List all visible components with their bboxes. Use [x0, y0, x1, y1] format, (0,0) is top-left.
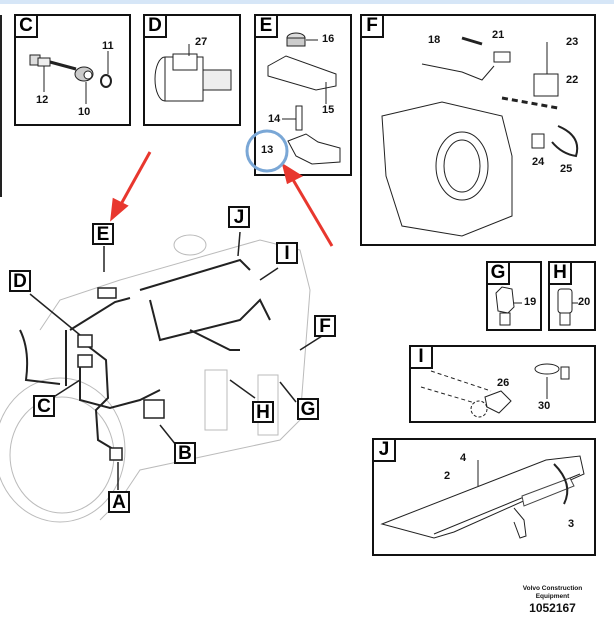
panel-g-tag: G [488, 263, 510, 285]
part-number-13: 13 [261, 144, 274, 156]
part-f-drawing [381, 36, 579, 237]
panel-c: C 12 10 11 [14, 14, 131, 126]
engine-callout-j: J [228, 206, 250, 228]
part-h-drawing [557, 288, 578, 326]
engine-callout-f: F [314, 315, 336, 337]
part-number-4: 4 [460, 452, 467, 464]
part-number-12: 12 [36, 94, 49, 106]
panel-i-tag: I [411, 347, 433, 369]
part-j-drawing [380, 455, 585, 539]
left-border-line [0, 15, 2, 197]
engine-callout-a: A [108, 491, 130, 513]
panel-j: J 4 2 3 [372, 438, 596, 556]
panel-f: F 18 21 23 22 24 25 [360, 14, 596, 246]
part-c-drawing [29, 51, 112, 104]
part-number-21: 21 [492, 29, 505, 41]
top-bar [0, 0, 614, 4]
part-e-drawing [267, 32, 341, 165]
panel-h: H 20 [548, 261, 596, 331]
footer-brand-block: Volvo Construction Equipment 1052167 [505, 585, 600, 615]
brand-line-2: Equipment [535, 593, 570, 600]
part-number-19: 19 [524, 296, 537, 308]
engine-callout-b: B [174, 442, 196, 464]
part-i-drawing [420, 363, 570, 418]
part-number-2: 2 [444, 470, 451, 482]
part-number-11: 11 [102, 40, 114, 52]
part-number-24: 24 [532, 156, 545, 168]
part-number-15: 15 [322, 104, 335, 116]
engine-callout-i: I [276, 242, 298, 264]
part-number-23: 23 [566, 36, 579, 48]
part-number-27: 27 [195, 36, 208, 48]
part-number-3: 3 [568, 518, 575, 530]
diagram-code: 1052167 [529, 601, 576, 615]
part-number-22: 22 [566, 74, 579, 86]
panel-d-tag: D [145, 16, 167, 38]
part-number-16: 16 [322, 33, 335, 45]
panel-j-tag: J [374, 440, 396, 462]
engine-callout-e: E [92, 223, 114, 245]
panel-c-tag: C [16, 16, 38, 38]
part-number-20: 20 [578, 296, 591, 308]
panel-e: E 16 15 14 13 [254, 14, 352, 176]
panel-g: G 19 [486, 261, 542, 331]
part-number-26: 26 [497, 377, 510, 389]
panel-i: I 26 30 [409, 345, 596, 423]
engine-callout-d: D [9, 270, 31, 292]
part-number-18: 18 [428, 34, 441, 46]
engine-callout-c: C [33, 395, 55, 417]
engine-callout-h: H [252, 401, 274, 423]
engine-callout-g: G [297, 398, 319, 420]
part-number-30: 30 [538, 400, 551, 412]
brand-line-1: Volvo Construction [522, 585, 583, 592]
panel-f-tag: F [362, 16, 384, 38]
panel-h-tag: H [550, 263, 572, 285]
panel-e-tag: E [256, 16, 278, 38]
part-number-25: 25 [560, 163, 573, 175]
panel-d: D 27 [143, 14, 241, 126]
part-number-10: 10 [78, 106, 91, 118]
part-d-drawing [154, 44, 232, 102]
part-number-14: 14 [268, 113, 281, 125]
part-g-drawing [495, 286, 522, 326]
